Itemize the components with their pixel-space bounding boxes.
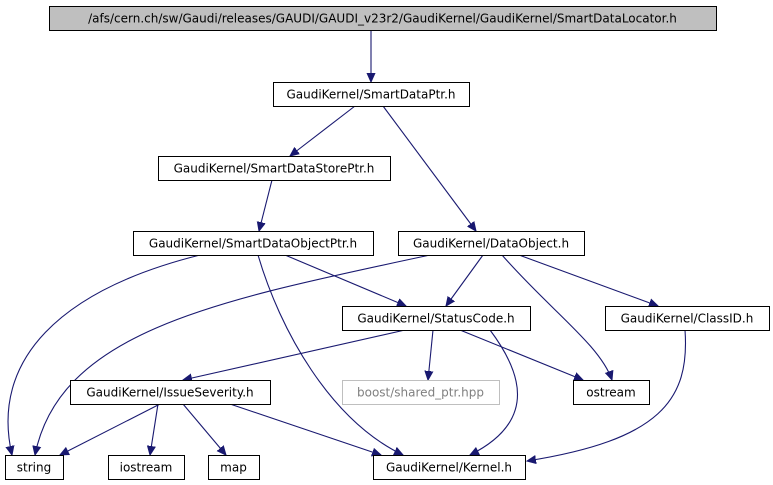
node-box bbox=[49, 6, 717, 31]
node-label: GaudiKernel/ClassID.h bbox=[621, 312, 754, 326]
node-label: ostream bbox=[586, 386, 635, 400]
edge-dataobject-to-string bbox=[35, 254, 431, 455]
edge-smartdataobjectptr-to-statuscode bbox=[284, 254, 406, 306]
node-box bbox=[373, 455, 526, 480]
node-box bbox=[208, 455, 260, 480]
node-label: GaudiKernel/StatusCode.h bbox=[357, 312, 514, 326]
node-box bbox=[342, 380, 500, 405]
edge-smartdataptr-to-dataobject bbox=[382, 105, 476, 231]
edge-smartdataptr-to-smartdatastoreptr bbox=[290, 105, 356, 156]
node-box bbox=[398, 231, 585, 256]
node-string[interactable]: string bbox=[5, 455, 64, 480]
edge-issueseverity-to-kernel bbox=[229, 403, 381, 455]
node-label: map bbox=[220, 461, 247, 475]
node-box bbox=[605, 306, 770, 331]
edge-statuscode-to-kernel bbox=[470, 329, 519, 455]
edges-layer bbox=[8, 30, 687, 461]
node-label: GaudiKernel/DataObject.h bbox=[413, 237, 569, 251]
edge-dataobject-to-ostream bbox=[501, 254, 612, 380]
nodes-layer: /afs/cern.ch/sw/Gaudi/releases/GAUDI/GAU… bbox=[5, 6, 770, 480]
node-kernel[interactable]: GaudiKernel/Kernel.h bbox=[373, 455, 526, 480]
edge-dataobject-to-classid bbox=[518, 254, 658, 306]
node-dataobject[interactable]: GaudiKernel/DataObject.h bbox=[398, 231, 585, 256]
node-boost_shared_ptr[interactable]: boost/shared_ptr.hpp bbox=[342, 380, 500, 405]
node-box bbox=[108, 455, 185, 480]
node-box bbox=[70, 380, 271, 405]
node-root[interactable]: /afs/cern.ch/sw/Gaudi/releases/GAUDI/GAU… bbox=[49, 6, 717, 31]
node-map[interactable]: map bbox=[208, 455, 260, 480]
node-label: boost/shared_ptr.hpp bbox=[357, 386, 484, 400]
node-label: GaudiKernel/SmartDataPtr.h bbox=[286, 88, 455, 102]
node-box bbox=[158, 156, 391, 181]
edge-smartdataobjectptr-to-kernel bbox=[257, 254, 403, 455]
node-label: GaudiKernel/IssueSeverity.h bbox=[86, 386, 253, 400]
edge-statuscode-to-ostream bbox=[459, 329, 583, 380]
node-statuscode[interactable]: GaudiKernel/StatusCode.h bbox=[342, 306, 531, 331]
node-box bbox=[133, 231, 374, 256]
node-box bbox=[5, 455, 64, 480]
node-label: GaudiKernel/Kernel.h bbox=[386, 461, 512, 475]
node-label: /afs/cern.ch/sw/Gaudi/releases/GAUDI/GAU… bbox=[88, 12, 677, 26]
node-classid[interactable]: GaudiKernel/ClassID.h bbox=[605, 306, 770, 331]
edge-issueseverity-to-map bbox=[182, 403, 226, 455]
node-ostream[interactable]: ostream bbox=[573, 380, 650, 405]
edge-statuscode-to-issueseverity bbox=[183, 329, 406, 380]
edge-classid-to-kernel bbox=[527, 329, 687, 461]
node-smartdatastoreptr[interactable]: GaudiKernel/SmartDataStorePtr.h bbox=[158, 156, 391, 181]
node-smartdataptr[interactable]: GaudiKernel/SmartDataPtr.h bbox=[273, 82, 470, 107]
node-label: GaudiKernel/SmartDataStorePtr.h bbox=[174, 162, 375, 176]
node-iostream[interactable]: iostream bbox=[108, 455, 185, 480]
node-issueseverity[interactable]: GaudiKernel/IssueSeverity.h bbox=[70, 380, 271, 405]
edge-dataobject-to-statuscode bbox=[446, 254, 484, 306]
node-box bbox=[573, 380, 650, 405]
node-box bbox=[273, 82, 470, 107]
node-box bbox=[342, 306, 531, 331]
edge-smartdataobjectptr-to-string bbox=[8, 254, 201, 455]
node-label: string bbox=[17, 461, 51, 475]
node-label: GaudiKernel/SmartDataObjectPtr.h bbox=[149, 237, 357, 251]
edge-issueseverity-to-iostream bbox=[150, 403, 159, 455]
edge-statuscode-to-boost_shared_ptr bbox=[428, 329, 433, 380]
node-smartdataobjectptr[interactable]: GaudiKernel/SmartDataObjectPtr.h bbox=[133, 231, 374, 256]
edge-smartdatastoreptr-to-smartdataobjectptr bbox=[259, 179, 273, 231]
edge-issueseverity-to-string bbox=[60, 403, 161, 455]
node-label: iostream bbox=[120, 461, 173, 475]
